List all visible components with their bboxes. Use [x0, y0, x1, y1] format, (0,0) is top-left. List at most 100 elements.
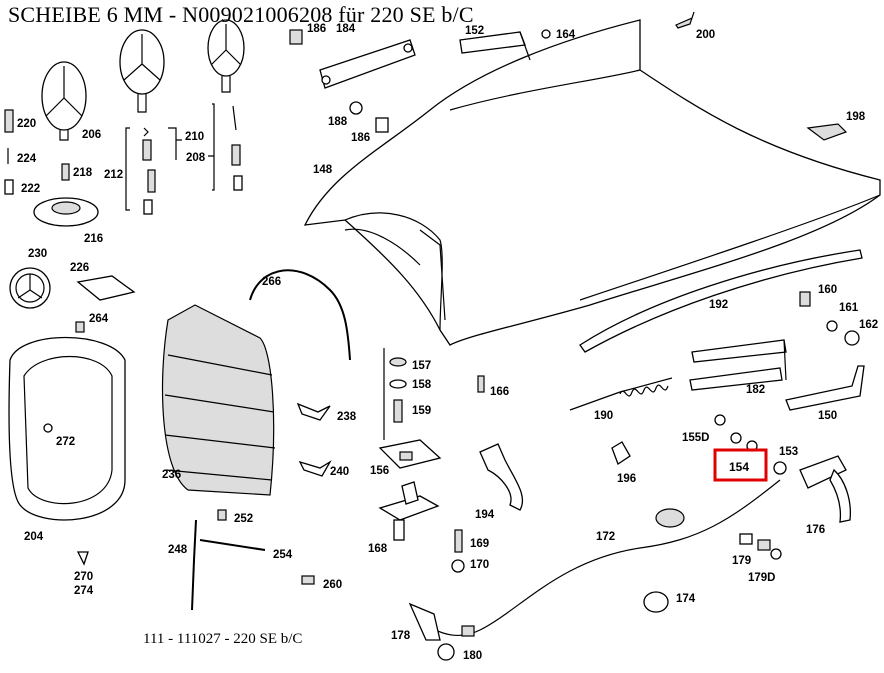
diagram-caption: 111 - 111027 - 220 SE b/C — [143, 631, 303, 647]
star-emblem-206 — [41, 61, 87, 141]
bolt-154 — [773, 461, 787, 475]
callout-266: 266 — [262, 276, 281, 288]
rod-248 — [191, 519, 197, 611]
callout-161: 161 — [839, 302, 859, 314]
callout-166: 166 — [490, 386, 509, 398]
callout-190: 190 — [594, 410, 613, 422]
callout-160: 160 — [818, 284, 837, 296]
callout-180: 180 — [463, 650, 482, 662]
star-emblem-208 — [207, 19, 245, 93]
star-emblem-210 — [119, 29, 165, 113]
callout-252: 252 — [234, 513, 253, 525]
callout-270: 270 — [74, 571, 93, 583]
hinge-152 — [459, 31, 531, 61]
clip-252 — [217, 509, 227, 521]
strip-254 — [199, 539, 266, 551]
highlight-box — [713, 448, 768, 482]
hood-inner-edge — [344, 228, 446, 321]
callout-274: 274 — [74, 585, 94, 597]
base-216 — [33, 197, 99, 227]
clip-196 — [611, 441, 631, 465]
callout-216: 216 — [84, 233, 103, 245]
callout-194: 194 — [475, 509, 495, 521]
callout-200: 200 — [696, 29, 715, 41]
callout-220: 220 — [17, 118, 36, 130]
clip-260 — [301, 575, 315, 585]
callout-157: 157 — [412, 360, 431, 372]
callout-152: 152 — [465, 25, 484, 37]
callout-155d: 155D — [682, 432, 710, 444]
bolts-160-162 — [799, 291, 860, 346]
handle-178 — [408, 602, 475, 641]
hinge-182 — [689, 339, 787, 391]
callout-226: 226 — [70, 262, 89, 274]
callout-204: 204 — [24, 531, 44, 543]
bracket-198 — [806, 123, 848, 141]
callout-186b: 186 — [351, 132, 370, 144]
callout-172: 172 — [596, 531, 615, 543]
callout-184: 184 — [336, 23, 356, 35]
hinge-184 — [319, 39, 416, 89]
callout-179: 179 — [732, 555, 751, 567]
callout-192: 192 — [709, 299, 728, 311]
knob-180 — [437, 643, 455, 661]
highlight-154[interactable]: 154 — [713, 448, 768, 482]
callout-174: 174 — [676, 593, 696, 605]
callout-236: 236 — [162, 469, 181, 481]
grommet-174 — [643, 591, 669, 613]
callout-224: 224 — [17, 153, 37, 165]
callout-218: 218 — [73, 167, 93, 179]
gasket-226 — [76, 275, 136, 301]
spring-190 — [569, 377, 673, 411]
callout-254: 254 — [273, 549, 293, 561]
callout-179d: 179D — [748, 572, 776, 584]
callout-208: 208 — [186, 152, 206, 164]
callout-238: 238 — [337, 411, 357, 423]
clip-264 — [75, 321, 85, 333]
grille-shell-204 — [8, 336, 126, 521]
callout-170: 170 — [470, 559, 489, 571]
callout-150: 150 — [818, 410, 837, 422]
callout-248: 248 — [168, 544, 188, 556]
clip-238 — [296, 402, 331, 421]
springs-left — [4, 105, 243, 215]
callout-188: 188 — [328, 116, 348, 128]
callout-186a: 186 — [307, 23, 326, 35]
handle-176 — [799, 455, 851, 523]
cable-172 — [419, 479, 781, 637]
clip-270 — [76, 551, 89, 566]
screw-169 — [451, 529, 465, 573]
callout-272: 272 — [56, 436, 75, 448]
callout-212: 212 — [104, 169, 123, 181]
callout-260: 260 — [323, 579, 342, 591]
callout-159: 159 — [412, 405, 431, 417]
diagram-title: SCHEIBE 6 MM - N009021006208 für 220 SE … — [8, 2, 474, 27]
callout-210: 210 — [185, 131, 204, 143]
callout-264: 264 — [89, 313, 109, 325]
bracket-150 — [785, 365, 865, 411]
callout-176: 176 — [806, 524, 825, 536]
screws-179 — [739, 533, 782, 560]
highlight-label: 154 — [729, 460, 749, 474]
emblem-230 — [9, 267, 51, 309]
callout-153: 153 — [779, 446, 798, 458]
grille-insert-236 — [161, 304, 276, 496]
callout-230: 230 — [28, 248, 47, 260]
callout-164: 164 — [556, 29, 576, 41]
bracket-lines — [125, 103, 215, 211]
stack-157-159 — [383, 348, 407, 440]
callout-196: 196 — [617, 473, 636, 485]
callout-158: 158 — [412, 379, 432, 391]
lock-168 — [378, 481, 440, 541]
hood-part-148 — [303, 19, 881, 346]
callout-182: 182 — [746, 384, 765, 396]
seal-strip-266 — [249, 269, 351, 361]
callout-240: 240 — [330, 466, 349, 478]
callout-156: 156 — [370, 465, 389, 477]
callout-168: 168 — [368, 543, 388, 555]
callout-148: 148 — [313, 164, 333, 176]
callout-206: 206 — [82, 129, 101, 141]
callout-169: 169 — [470, 538, 489, 550]
